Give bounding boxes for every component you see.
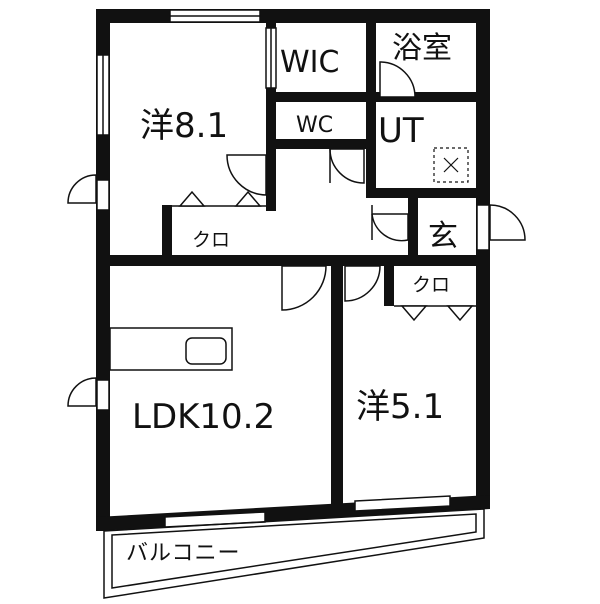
interior-walls	[110, 23, 486, 506]
room-label-western-1: 洋8.1	[140, 106, 228, 146]
room-label-closet-1: クロ	[192, 229, 230, 251]
room-label-closet-2: クロ	[412, 274, 450, 296]
room-label-bathroom: 浴室	[392, 31, 452, 66]
room-label-wc: WC	[296, 113, 333, 138]
doors	[67, 61, 526, 407]
room-label-ldk: LDK10.2	[132, 397, 275, 437]
kitchen-counter	[109, 327, 233, 371]
room-label-western-2: 洋5.1	[356, 387, 444, 427]
room-label-entrance: 玄	[428, 219, 458, 254]
washer-pan	[433, 147, 469, 183]
closet-fronts	[172, 190, 476, 322]
balcony	[103, 508, 485, 599]
balcony-label: バルコニー	[126, 541, 241, 566]
windows	[96, 9, 490, 528]
room-label-wic: WIC	[280, 45, 339, 80]
room-label-ut: UT	[378, 111, 424, 151]
